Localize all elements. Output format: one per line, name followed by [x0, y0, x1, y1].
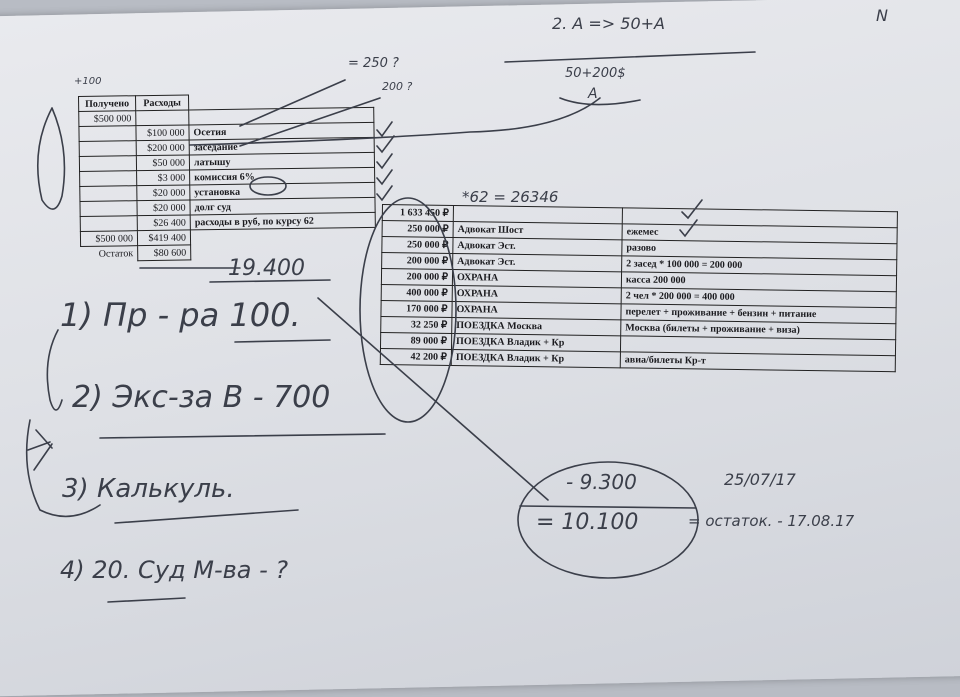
expense-amount: $3 000: [136, 169, 190, 186]
note-plus-100: +100: [74, 76, 102, 87]
handwritten-item-2: 2) Экс-за В - 700: [72, 380, 331, 415]
balance-value: $80 600: [137, 244, 191, 261]
note-date: 25/07/17: [724, 470, 796, 489]
note-26346: *62 = 26346: [462, 188, 559, 206]
row-amount: 42 200 ₽: [380, 348, 452, 366]
header-expenses: Расходы: [135, 94, 189, 111]
ruble-total: 1 633 450 ₽: [382, 204, 454, 222]
expense-amount: $20 000: [136, 199, 191, 216]
note-200: 200 ?: [382, 80, 413, 93]
expense-table: Получено Расходы $500 000 $100 000 Осети…: [78, 92, 376, 262]
handwritten-item-1: 1) Пр - ра 100.: [60, 296, 301, 334]
note-minus-9300: - 9.300: [566, 470, 637, 494]
note-19400: 19.400: [228, 256, 305, 281]
row-amount: 200 000 ₽: [381, 252, 453, 270]
row-note: авиа/билеты Кр-т: [620, 351, 896, 372]
row-amount: 250 000 ₽: [382, 220, 454, 238]
row-amount: 200 000 ₽: [381, 268, 453, 286]
note-top-right-letter: A: [588, 86, 598, 102]
note-balance-date: = остаток. - 17.08.17: [688, 512, 855, 530]
row-amount: 32 250 ₽: [380, 316, 452, 334]
note-corner-letter: N: [876, 6, 888, 25]
expense-amount: $26 400: [137, 214, 191, 231]
handwritten-item-4: 4) 20. Суд М-ва - ?: [60, 556, 289, 584]
expense-amount: $20 000: [136, 184, 190, 201]
header-received: Получено: [78, 95, 136, 112]
ruble-expense-table: 1 633 450 ₽ 250 000 ₽ Адвокат Шост ежеме…: [380, 204, 898, 372]
row-amount: 250 000 ₽: [381, 236, 454, 254]
expense-amount: $100 000: [135, 124, 190, 141]
row-amount: 400 000 ₽: [381, 284, 453, 302]
note-top-right-formula: 2. A => 50+A: [552, 14, 665, 33]
note-top-right-sum: 50+200$: [565, 66, 626, 81]
received-amount: $500 000: [78, 110, 136, 127]
balance-label: Остаток: [98, 247, 134, 260]
expense-amount: $50 000: [136, 154, 190, 171]
note-250: = 250 ?: [348, 56, 399, 71]
row-amount: 170 000 ₽: [380, 300, 453, 318]
handwritten-item-3: 3) Калькуль.: [62, 474, 235, 504]
row-name: ПОЕЗДКА Владик + Кр: [451, 349, 621, 368]
total-received: $500 000: [80, 230, 138, 247]
total-spent: $419 400: [137, 229, 191, 246]
row-amount: 89 000 ₽: [380, 332, 452, 350]
expense-amount: $200 000: [136, 139, 190, 156]
note-10100: = 10.100: [536, 510, 639, 535]
